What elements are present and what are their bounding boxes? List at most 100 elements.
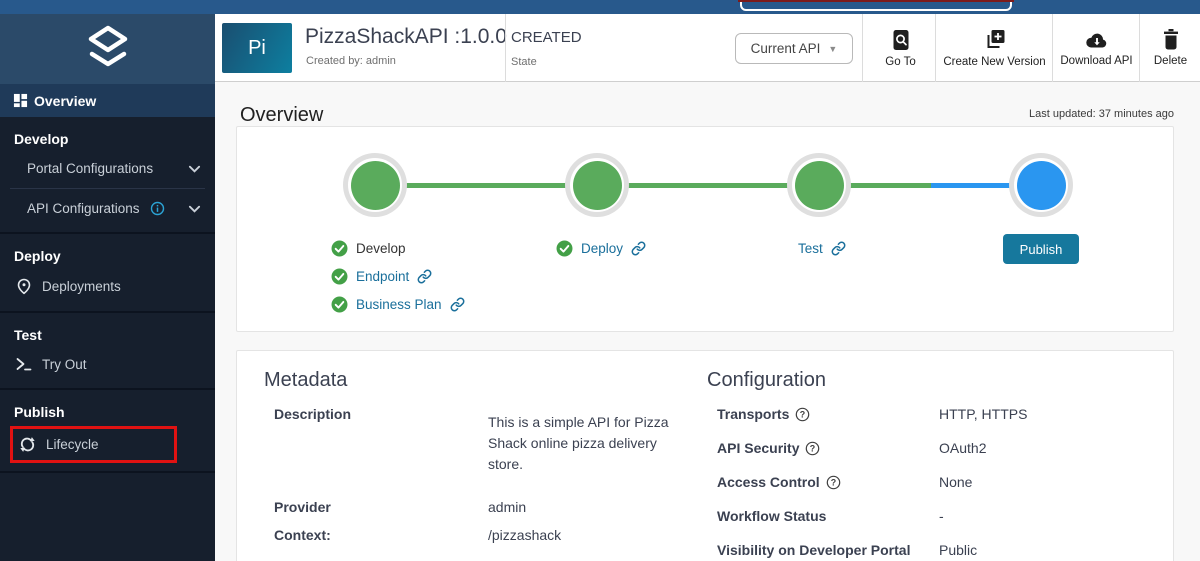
deploy-link[interactable]: Deploy: [581, 240, 624, 256]
api-security-label: API Security: [717, 440, 800, 456]
version-selector-dropdown[interactable]: Current API ▼: [735, 33, 853, 64]
description-value: This is a simple API for Pizza Shack onl…: [488, 414, 669, 472]
link-icon: [450, 297, 465, 312]
sidebar-section-deploy: Deploy Deployments: [0, 234, 215, 313]
description-label: Description: [274, 406, 352, 422]
checklist-deploy-column: Deploy: [556, 239, 646, 267]
provider-value: admin: [488, 499, 527, 515]
page-title: Overview: [240, 104, 324, 126]
portal-configurations-label: Portal Configurations: [27, 161, 154, 176]
download-api-button[interactable]: Download API: [1054, 14, 1139, 82]
checklist-test-column: Test: [798, 239, 846, 267]
checklist-item-endpoint[interactable]: Endpoint: [331, 267, 465, 285]
business-plan-link[interactable]: Business Plan: [356, 296, 442, 312]
sidebar: Overview Develop Portal Configurations A…: [0, 14, 215, 561]
metadata-row-provider: Provider admin: [274, 499, 694, 515]
api-security-value: OAuth2: [939, 440, 987, 456]
section-header-test: Test: [14, 327, 42, 343]
layers-logo-icon: [84, 23, 132, 75]
section-header-develop: Develop: [14, 131, 69, 147]
sidebar-item-deployments[interactable]: Deployments: [0, 270, 215, 303]
stage-circle-test: [787, 153, 851, 217]
lifecycle-sync-icon: [19, 436, 36, 453]
help-icon[interactable]: ?: [805, 441, 820, 456]
try-out-label: Try Out: [42, 357, 87, 372]
divider: [1139, 14, 1140, 82]
workflow-status-value: -: [939, 508, 944, 524]
publish-button[interactable]: Publish: [1003, 234, 1079, 264]
configuration-row-visibility: Visibility on Developer Portal Public: [717, 542, 1157, 558]
section-header-publish: Publish: [14, 404, 65, 420]
metadata-row-description: Description This is a simple API for Piz…: [274, 406, 694, 475]
lifecycle-progress-card: Develop Endpoint Business Plan: [236, 126, 1174, 332]
stage-circle-deploy: [565, 153, 629, 217]
go-to-button[interactable]: Go To: [866, 14, 935, 82]
stage-circle-develop: [343, 153, 407, 217]
api-header: Pi PizzaShackAPI :1.0.0 Created by: admi…: [215, 14, 1200, 82]
check-circle-icon: [331, 296, 348, 313]
checklist-item-business-plan[interactable]: Business Plan: [331, 295, 465, 313]
annotation-red-line: [738, 0, 1014, 2]
api-title: PizzaShackAPI :1.0.0: [305, 25, 507, 48]
chevron-down-icon: [188, 164, 201, 174]
download-api-label: Download API: [1060, 54, 1133, 67]
develop-check-label: Develop: [356, 240, 406, 256]
api-thumbnail: Pi: [222, 23, 292, 73]
create-new-version-label: Create New Version: [943, 55, 1046, 68]
configuration-heading: Configuration: [707, 369, 826, 391]
delete-button[interactable]: Delete: [1141, 14, 1200, 82]
sidebar-section-develop: Develop Portal Configurations API Config…: [0, 117, 215, 234]
divider: [505, 14, 506, 82]
help-icon[interactable]: ?: [826, 475, 841, 490]
chevron-down-icon: [188, 204, 201, 214]
sidebar-section-test: Test Try Out: [0, 313, 215, 390]
deployments-label: Deployments: [42, 279, 121, 294]
create-new-version-button[interactable]: Create New Version: [937, 14, 1052, 82]
sidebar-item-lifecycle[interactable]: Lifecycle: [13, 429, 174, 460]
link-icon: [831, 241, 846, 256]
sidebar-item-overview[interactable]: Overview: [0, 84, 215, 117]
search-input[interactable]: [740, 0, 1012, 11]
sidebar-item-api-configurations[interactable]: API Configurations: [0, 193, 215, 224]
svg-text:?: ?: [810, 443, 815, 453]
document-search-icon: [891, 29, 911, 51]
help-icon[interactable]: ?: [795, 407, 810, 422]
configuration-row-access-control: Access Control ? None: [717, 474, 1157, 490]
test-link[interactable]: Test: [798, 240, 823, 256]
cloud-download-icon: [1085, 30, 1109, 50]
api-configurations-label: API Configurations: [27, 201, 140, 216]
check-circle-icon: [331, 240, 348, 257]
lifecycle-annotation-highlight: Lifecycle: [10, 426, 177, 463]
section-header-deploy: Deploy: [14, 248, 61, 264]
sidebar-section-publish: Publish Lifecycle: [0, 390, 215, 473]
checklist-item-deploy[interactable]: Deploy: [556, 239, 646, 257]
divider: [862, 14, 863, 82]
divider: [10, 188, 205, 189]
visibility-label: Visibility on Developer Portal: [717, 542, 911, 558]
details-card: Metadata Description This is a simple AP…: [236, 350, 1174, 561]
location-pin-icon: [16, 278, 32, 295]
progress-track-current: [931, 183, 1041, 188]
app-logo[interactable]: [0, 14, 215, 84]
trash-icon: [1162, 29, 1180, 50]
configuration-row-transports: Transports ? HTTP, HTTPS: [717, 406, 1157, 422]
sidebar-item-try-out[interactable]: Try Out: [0, 349, 215, 380]
main-content: Pi PizzaShackAPI :1.0.0 Created by: admi…: [215, 14, 1200, 561]
sidebar-overview-label: Overview: [34, 92, 97, 109]
check-circle-icon: [331, 268, 348, 285]
access-control-label: Access Control: [717, 474, 820, 490]
checklist-item-test[interactable]: Test: [798, 239, 846, 257]
metadata-heading: Metadata: [264, 369, 348, 391]
copy-plus-icon: [984, 29, 1006, 51]
last-updated-text: Last updated: 37 minutes ago: [1029, 108, 1174, 120]
api-state-caption: State: [511, 56, 537, 68]
version-selector-value: Current API: [750, 41, 821, 56]
dashboard-grid-icon: [13, 93, 28, 108]
divider: [935, 14, 936, 82]
checklist-item-develop: Develop: [331, 239, 465, 257]
endpoint-link[interactable]: Endpoint: [356, 268, 410, 284]
api-state-value: CREATED: [511, 29, 582, 46]
info-icon[interactable]: [150, 201, 165, 216]
sidebar-item-portal-configurations[interactable]: Portal Configurations: [0, 153, 215, 184]
svg-text:?: ?: [830, 477, 835, 487]
